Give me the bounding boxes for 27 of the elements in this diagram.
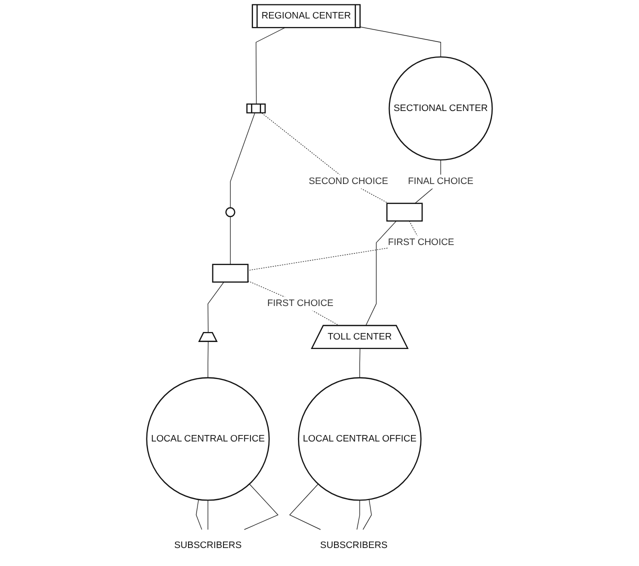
node-text: SUBSCRIBERS — [320, 540, 388, 550]
connector — [359, 348, 360, 378]
node-circle — [225, 207, 236, 218]
node-box — [246, 103, 266, 114]
edge-label: FIRST CHOICE — [388, 237, 454, 248]
edge-label: SECOND CHOICE — [308, 176, 388, 186]
connector — [256, 28, 285, 105]
node-circle: SECTIONAL CENTER — [388, 56, 493, 160]
node-box — [386, 202, 423, 222]
edge-label: FIRST CHOICE — [267, 298, 334, 308]
connector — [360, 26, 442, 58]
connector — [356, 500, 360, 530]
connector — [196, 499, 202, 530]
connector — [230, 216, 231, 265]
node-text: SUBSCRIBERS — [174, 540, 242, 550]
connector — [362, 499, 372, 530]
edge-label: FINAL CHOICE — [408, 176, 474, 186]
connector — [248, 280, 340, 326]
connector — [262, 112, 389, 204]
connector — [208, 341, 209, 378]
node-box — [212, 264, 249, 283]
connector — [230, 112, 256, 208]
node-circle: LOCAL CENTRAL OFFICE — [298, 377, 422, 501]
connector — [208, 282, 224, 334]
connector — [365, 220, 397, 326]
node-triangle — [198, 332, 218, 342]
node-circle: LOCAL CENTRAL OFFICE — [146, 377, 270, 501]
